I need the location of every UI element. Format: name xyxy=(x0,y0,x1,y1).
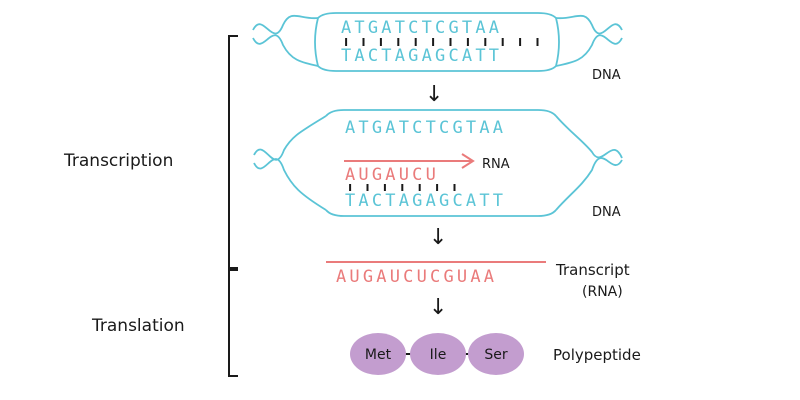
dna1-right-tail-a xyxy=(555,14,623,35)
dna1-left-tail-a xyxy=(252,14,319,35)
dna1-label: DNA xyxy=(592,68,621,83)
arrow-down-icon: ↓ xyxy=(429,295,447,320)
dna1-right-tail-b xyxy=(555,34,623,67)
dna-double-helix-1 xyxy=(252,12,623,72)
amino-acid-ile xyxy=(410,333,466,375)
residue-label: Ile xyxy=(430,347,447,363)
arrow-down-icon: ↓ xyxy=(429,225,447,250)
transcription-label: Transcription xyxy=(63,151,173,171)
translation-label: Translation xyxy=(91,316,185,336)
dna1-bottom-sequence: TACTAGAGCATT xyxy=(341,46,502,66)
nascent-rna-sequence: AUGAUCU xyxy=(345,165,439,185)
translation-bracket xyxy=(228,269,238,377)
polypeptide-chain: Met Ile Ser xyxy=(350,333,524,375)
dna2-right-tail-b xyxy=(555,157,623,211)
dna2-top-strand xyxy=(325,109,557,117)
dna1-right-junction xyxy=(555,17,560,67)
dna1-top-strand xyxy=(317,12,557,19)
dna1-bottom-strand xyxy=(317,65,557,72)
dna2-label: DNA xyxy=(592,205,621,220)
dna1-left-tail-b xyxy=(252,34,319,67)
dna2-right-tail-a xyxy=(555,115,623,159)
dna2-bottom-strand xyxy=(325,209,557,217)
dna2-bottom-sequence: TACTAGAGCATT xyxy=(345,191,506,211)
residue-label: Ser xyxy=(484,347,508,363)
dna1-base-pair-ticks xyxy=(345,38,539,46)
dna2-left-tail-a xyxy=(253,115,327,161)
dna2-base-pair-ticks xyxy=(349,184,456,191)
dna1-top-sequence: ATGATCTCGTAA xyxy=(341,18,502,38)
dna2-left-tail-b xyxy=(253,158,327,211)
arrow-down-icon: ↓ xyxy=(425,82,443,107)
residue-label: Met xyxy=(365,347,392,363)
amino-acid-ser xyxy=(468,333,524,375)
transcription-bracket xyxy=(228,35,238,269)
dna-double-helix-2 xyxy=(253,109,623,217)
amino-acid-met xyxy=(350,333,406,375)
dna1-left-junction xyxy=(314,17,319,67)
rna-synthesis-arrow xyxy=(344,153,475,169)
polypeptide-label: Polypeptide xyxy=(553,346,641,364)
transcript-sequence: AUGAUCUCGUAA xyxy=(336,267,497,287)
transcript-label-rna: (RNA) xyxy=(582,284,623,300)
transcript-label: Transcript xyxy=(555,261,630,279)
dna2-top-sequence: ATGATCTCGTAA xyxy=(345,118,506,138)
rna-label: RNA xyxy=(482,157,510,172)
